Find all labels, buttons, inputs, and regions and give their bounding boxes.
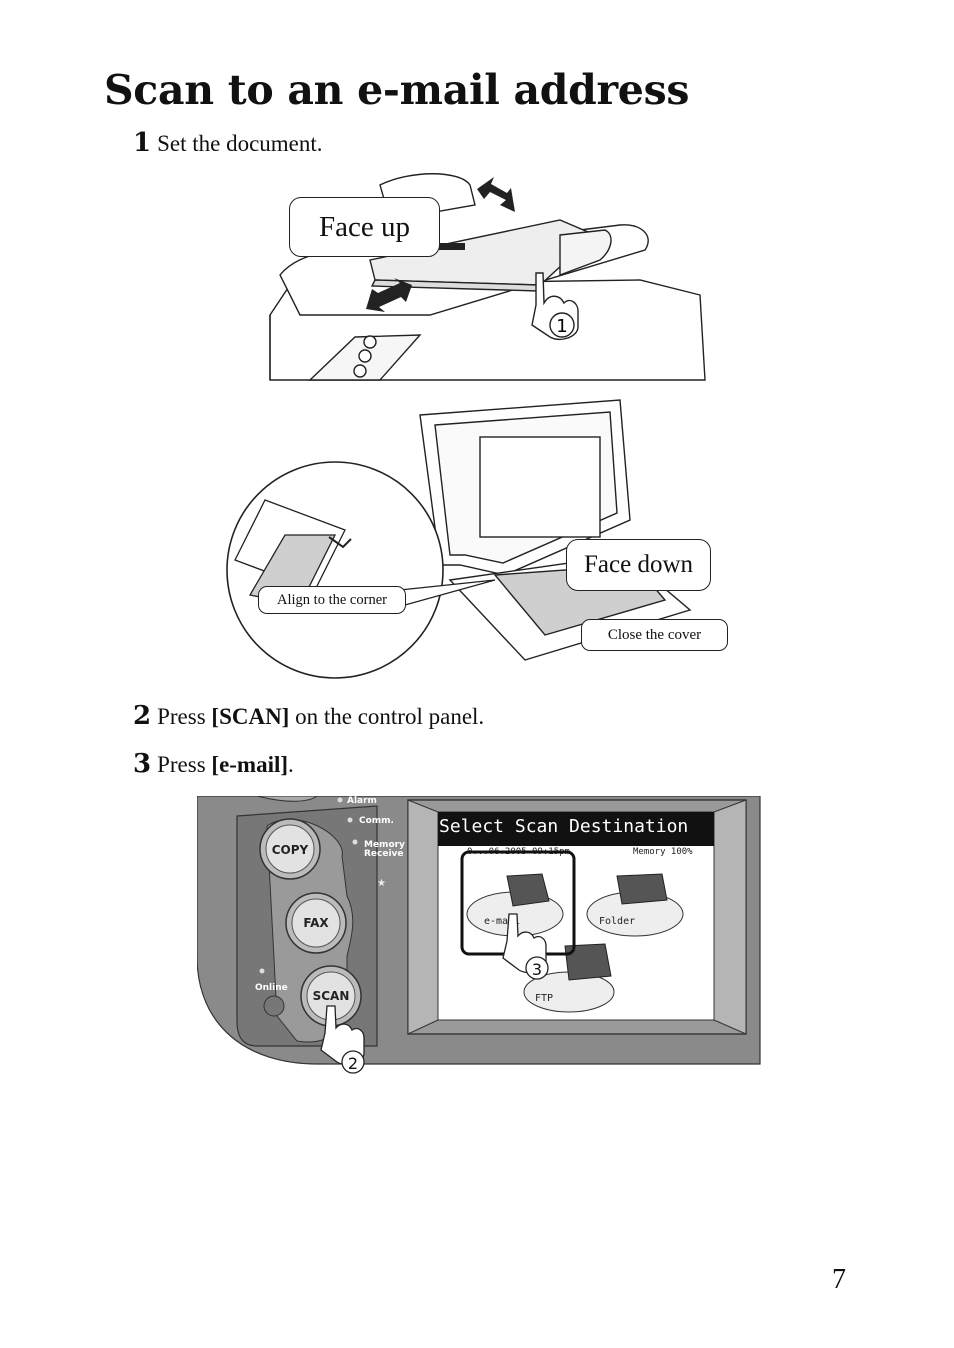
svg-text:FTP: FTP [535,993,553,1004]
dest-folder-button[interactable]: Folder [586,873,684,937]
alarm-indicator: Alarm [347,796,377,806]
marker-2: 2 [348,1054,358,1073]
receive-indicator: Receive [364,849,404,859]
marker-3: 3 [532,960,542,979]
svg-text:e-mail: e-mail [484,916,520,927]
control-panel-illustration: COPY FAX SCAN Alarm Comm. Memory Receive… [197,796,761,1074]
svg-text:SCAN: SCAN [313,989,350,1003]
svg-text:Folder: Folder [599,916,635,927]
callout-align-corner: Align to the corner [258,586,406,614]
memory-indicator: Memory [364,840,405,850]
comm-indicator: Comm. [359,816,394,826]
screen-memory: Memory 100% [633,847,693,857]
marker-1: 1 [556,316,567,337]
adf-illustration: 1 [269,173,706,381]
email-key-label: [e-mail] [211,752,289,777]
scan-key-label: [SCAN] [211,704,290,729]
fax-button[interactable]: FAX [285,892,347,954]
callout-close-cover: Close the cover [581,619,728,651]
dest-ftp-button[interactable]: FTP [523,943,615,1013]
energy-star-logo: ★ [377,878,386,889]
page-number: 7 [832,1264,846,1295]
copy-button[interactable]: COPY [259,818,321,880]
step-text: Set the document. [157,131,323,156]
step-number: 2 [133,701,152,731]
online-indicator: Online [255,983,288,993]
screen-header: Select Scan Destination [439,816,688,837]
svg-text:FAX: FAX [303,916,329,930]
svg-text:COPY: COPY [272,843,309,857]
callout-face-up: Face up [289,197,440,257]
step-number: 1 [133,128,152,158]
step-number: 3 [133,749,152,779]
page-title: Scan to an e-mail address [104,66,690,114]
callout-face-down: Face down [566,539,711,591]
